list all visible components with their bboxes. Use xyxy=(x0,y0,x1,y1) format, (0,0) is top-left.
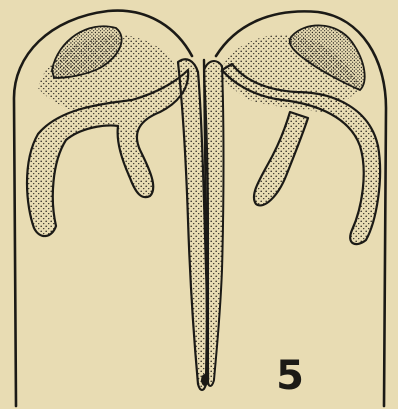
column-terminal-knob xyxy=(201,374,209,386)
figure-number: 5 xyxy=(270,354,310,398)
right-inner-prong xyxy=(254,112,308,205)
median-column xyxy=(178,59,207,390)
